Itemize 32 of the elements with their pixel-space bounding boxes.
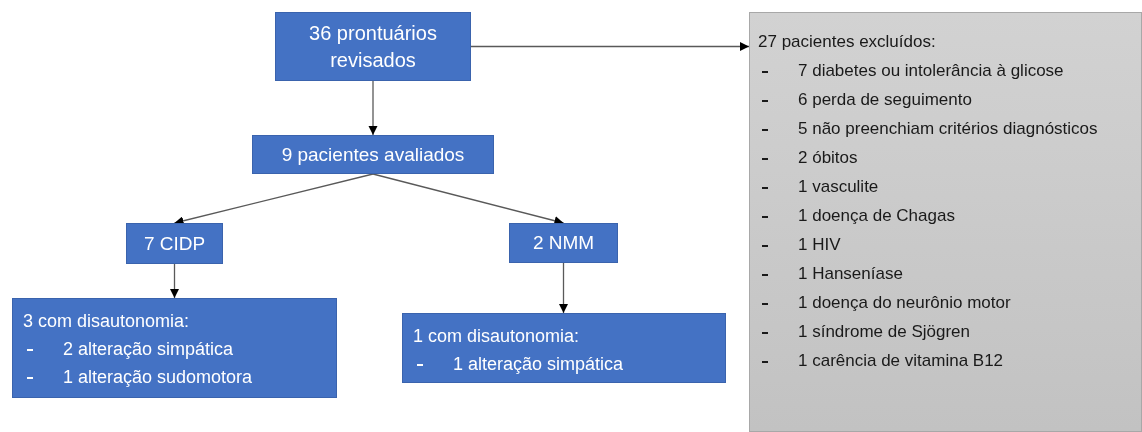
- process-box: [126, 223, 223, 264]
- process-box: [402, 313, 726, 383]
- process-box: [252, 135, 494, 174]
- process-box: [275, 12, 471, 81]
- list-item: 7 diabetes ou intolerância à glicose: [798, 60, 1065, 82]
- list-item: 1 carência de vitamina B12: [798, 350, 1005, 372]
- list-item: 6 perda de seguimento: [798, 89, 973, 111]
- list-item: 1 doença do neurônio motor: [798, 292, 1012, 314]
- box-label: 2 NMM: [532, 231, 595, 255]
- arrow: [470, 41, 750, 52]
- box-label: 36 prontuários revisados: [308, 20, 438, 73]
- list-item: 5 não preenchiam critérios diagnósticos: [798, 118, 1099, 140]
- list-item: 1 HIV: [798, 234, 842, 256]
- list-item: 1 alteração simpática: [453, 353, 625, 376]
- exclusion-list-box: [749, 12, 1142, 432]
- box-label: 9 pacientes avaliados: [281, 142, 465, 167]
- list-item: 1 vasculite: [798, 176, 880, 198]
- list-item: 1 síndrome de Sjögren: [798, 321, 971, 343]
- list-heading: 3 com disautonomia:: [23, 310, 191, 333]
- process-box: [12, 298, 337, 398]
- arrow: [169, 263, 180, 299]
- list-heading: 1 com disautonomia:: [413, 325, 581, 348]
- list-item: 1 Hanseníase: [798, 263, 904, 285]
- list-item: 2 alteração simpática: [63, 338, 235, 361]
- process-box: [509, 223, 618, 263]
- list-item: 2 óbitos: [798, 147, 859, 169]
- arrow: [368, 80, 378, 136]
- list-item: 1 alteração sudomotora: [63, 366, 254, 389]
- arrow: [558, 262, 569, 314]
- list-item: 1 doença de Chagas: [798, 205, 956, 227]
- list-heading: 27 pacientes excluídos:: [758, 31, 937, 53]
- box-label: 7 CIDP: [143, 231, 206, 256]
